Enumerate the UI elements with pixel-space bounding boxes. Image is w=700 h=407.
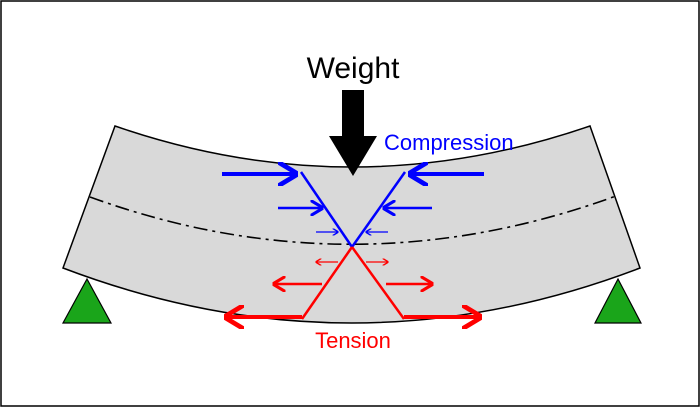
compression-stress-lines: [299, 171, 407, 248]
right-support-icon: [594, 277, 642, 324]
compression-arrows: [222, 174, 484, 232]
tension-label: Tension: [315, 328, 391, 353]
left-support-icon: [61, 277, 113, 324]
down-arrow-icon: [329, 90, 377, 176]
compression-label: Compression: [384, 130, 514, 155]
tension-arrows: [226, 262, 480, 317]
neutral-axis: [89, 195, 617, 246]
tension-stress-lines: [300, 246, 406, 320]
weight-label: Weight: [307, 52, 400, 85]
